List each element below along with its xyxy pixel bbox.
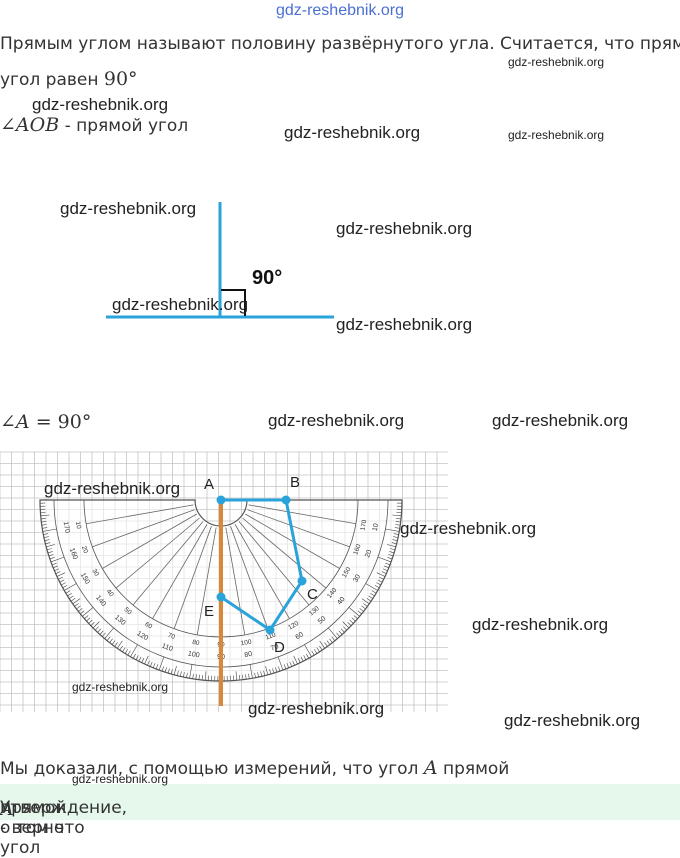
watermark: gdz-reshebnik.org — [492, 411, 628, 431]
aob-suffix: - прямой угол — [59, 116, 188, 136]
angle-90-label: 90° — [252, 267, 282, 289]
site-header-link[interactable]: gdz-reshebnik.org — [0, 2, 680, 20]
watermark: gdz-reshebnik.org — [504, 711, 640, 731]
aob-statement: ∠AOB - прямой угол — [0, 114, 188, 136]
watermark: gdz-reshebnik.org — [44, 479, 180, 499]
conclusion-var: A — [424, 757, 438, 779]
watermark: gdz-reshebnik.org — [284, 123, 420, 143]
watermark: gdz-reshebnik.org — [508, 55, 604, 69]
label-e: E — [204, 603, 214, 620]
intro-line-2: угол равен 90° — [0, 68, 138, 90]
label-a: A — [204, 476, 214, 493]
intro-value-90: 90° — [104, 68, 138, 90]
label-d: D — [274, 639, 285, 656]
label-b: B — [290, 474, 300, 491]
watermark: gdz-reshebnik.org — [32, 95, 168, 115]
angle-a-statement: ∠A = 90° — [0, 411, 91, 433]
conclusion-suffix: прямой — [438, 759, 510, 779]
watermark: gdz-reshebnik.org — [508, 128, 604, 142]
aob-angle-label: ∠AOB — [0, 114, 59, 136]
label-c: C — [307, 586, 318, 603]
watermark: gdz-reshebnik.org — [400, 519, 536, 539]
watermark: gdz-reshebnik.org — [472, 615, 608, 635]
watermark: gdz-reshebnik.org — [60, 199, 196, 219]
point-d — [266, 626, 275, 635]
watermark: gdz-reshebnik.org — [248, 699, 384, 719]
watermark: gdz-reshebnik.org — [336, 219, 472, 239]
verdict-banner: Утверждение, о том что угол A прямой - в… — [0, 784, 680, 820]
point-e — [217, 593, 226, 602]
protractor-label-outer: 80 — [244, 651, 253, 659]
intro-line-1: Прямым углом называют половину развёрнут… — [0, 34, 680, 54]
watermark: gdz-reshebnik.org — [268, 411, 404, 431]
watermark: gdz-reshebnik.org — [72, 680, 168, 694]
point-c — [298, 577, 307, 586]
angle-a-equation: = 90° — [30, 411, 92, 433]
watermark: gdz-reshebnik.org — [336, 315, 472, 335]
watermark: gdz-reshebnik.org — [72, 772, 168, 786]
point-b — [282, 496, 291, 505]
watermark: gdz-reshebnik.org — [112, 295, 248, 315]
angle-a-label: ∠A — [0, 411, 30, 433]
intro-line-2-text: угол равен — [0, 70, 104, 90]
conclusion-prefix: Мы доказали, с помощью измерений, что уг… — [0, 759, 424, 779]
verdict-suffix: прямой - верно — [0, 798, 66, 838]
protractor-label-outer: 10 — [372, 523, 380, 532]
point-a — [217, 496, 226, 505]
